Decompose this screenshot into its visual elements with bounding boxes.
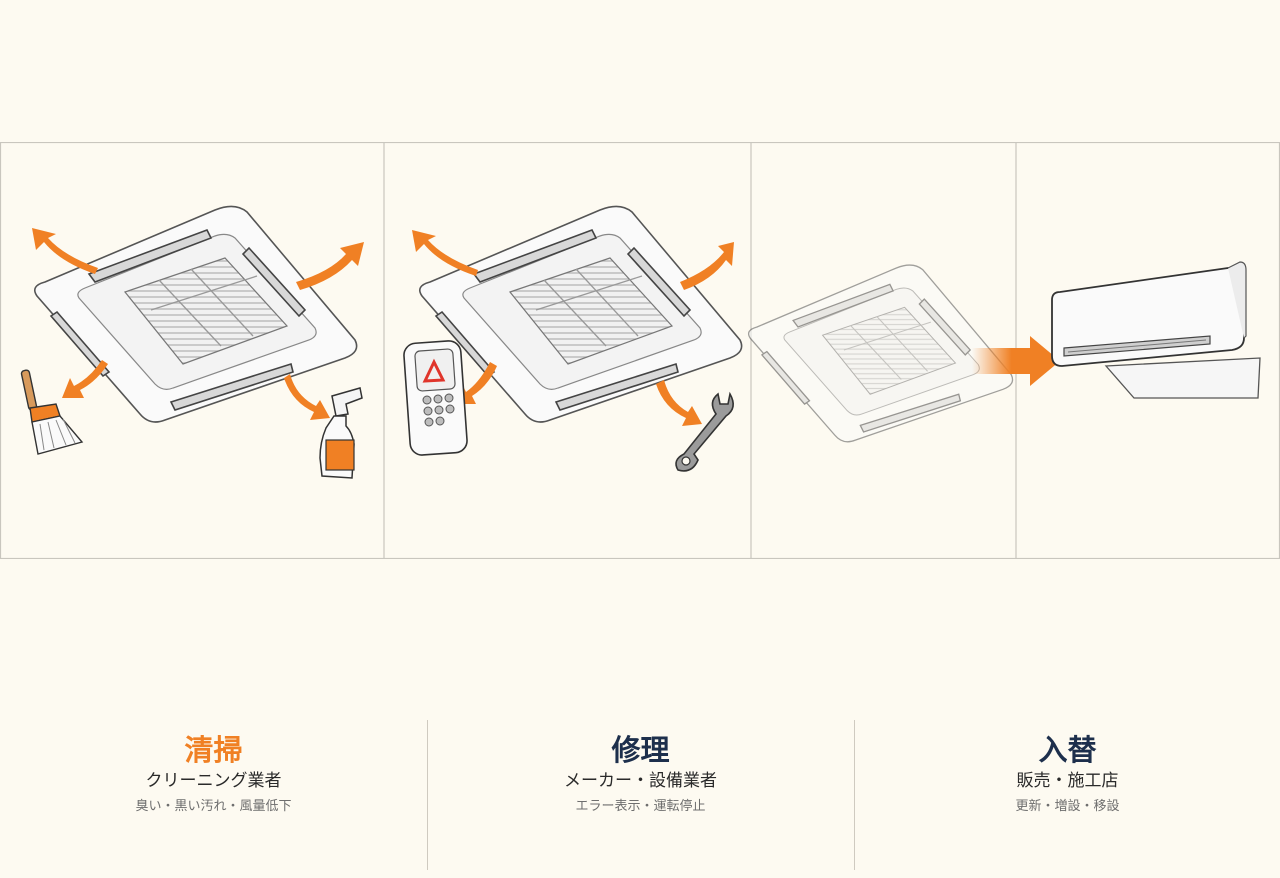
service-note: 臭い・黒い汚れ・風量低下	[135, 799, 292, 814]
service-title: 修理	[611, 733, 670, 767]
illustration-strip	[0, 142, 1280, 559]
air-outlet-arrows-icon	[32, 228, 364, 420]
service-note: エラー表示・運転停止	[575, 799, 706, 814]
column-divider	[854, 720, 855, 870]
service-subtitle: クリーニング業者	[145, 771, 282, 791]
service-subtitle: メーカー・設備業者	[564, 771, 717, 791]
wall-air-conditioner-icon	[1051, 261, 1261, 399]
wrench-icon	[675, 391, 734, 472]
air-outlet-arrows-icon	[412, 230, 734, 426]
service-title: 入替	[1038, 733, 1097, 767]
service-title: 清掃	[184, 733, 243, 767]
service-repair: 修理 メーカー・設備業者 エラー表示・運転停止	[427, 720, 854, 870]
spray-bottle-icon	[319, 387, 363, 479]
service-subtitle: 販売・施工店	[1016, 771, 1119, 791]
repair-panel	[403, 205, 743, 472]
cleaning-panel	[20, 205, 364, 479]
service-replace: 入替 販売・施工店 更新・増設・移設	[854, 720, 1280, 870]
replace-panel-new	[1051, 261, 1261, 399]
replace-panel-old	[747, 264, 1060, 443]
column-divider	[427, 720, 428, 870]
brush-icon	[20, 369, 84, 455]
service-note: 更新・増設・移設	[1015, 799, 1120, 814]
remote-warning-icon	[403, 340, 468, 456]
service-columns: 清掃 クリーニング業者 臭い・黒い汚れ・風量低下 修理 メーカー・設備業者 エラ…	[0, 720, 1280, 870]
arrow-right-icon	[972, 336, 1060, 386]
service-cleaning: 清掃 クリーニング業者 臭い・黒い汚れ・風量低下	[0, 720, 427, 870]
illustration-svg	[0, 142, 1280, 559]
